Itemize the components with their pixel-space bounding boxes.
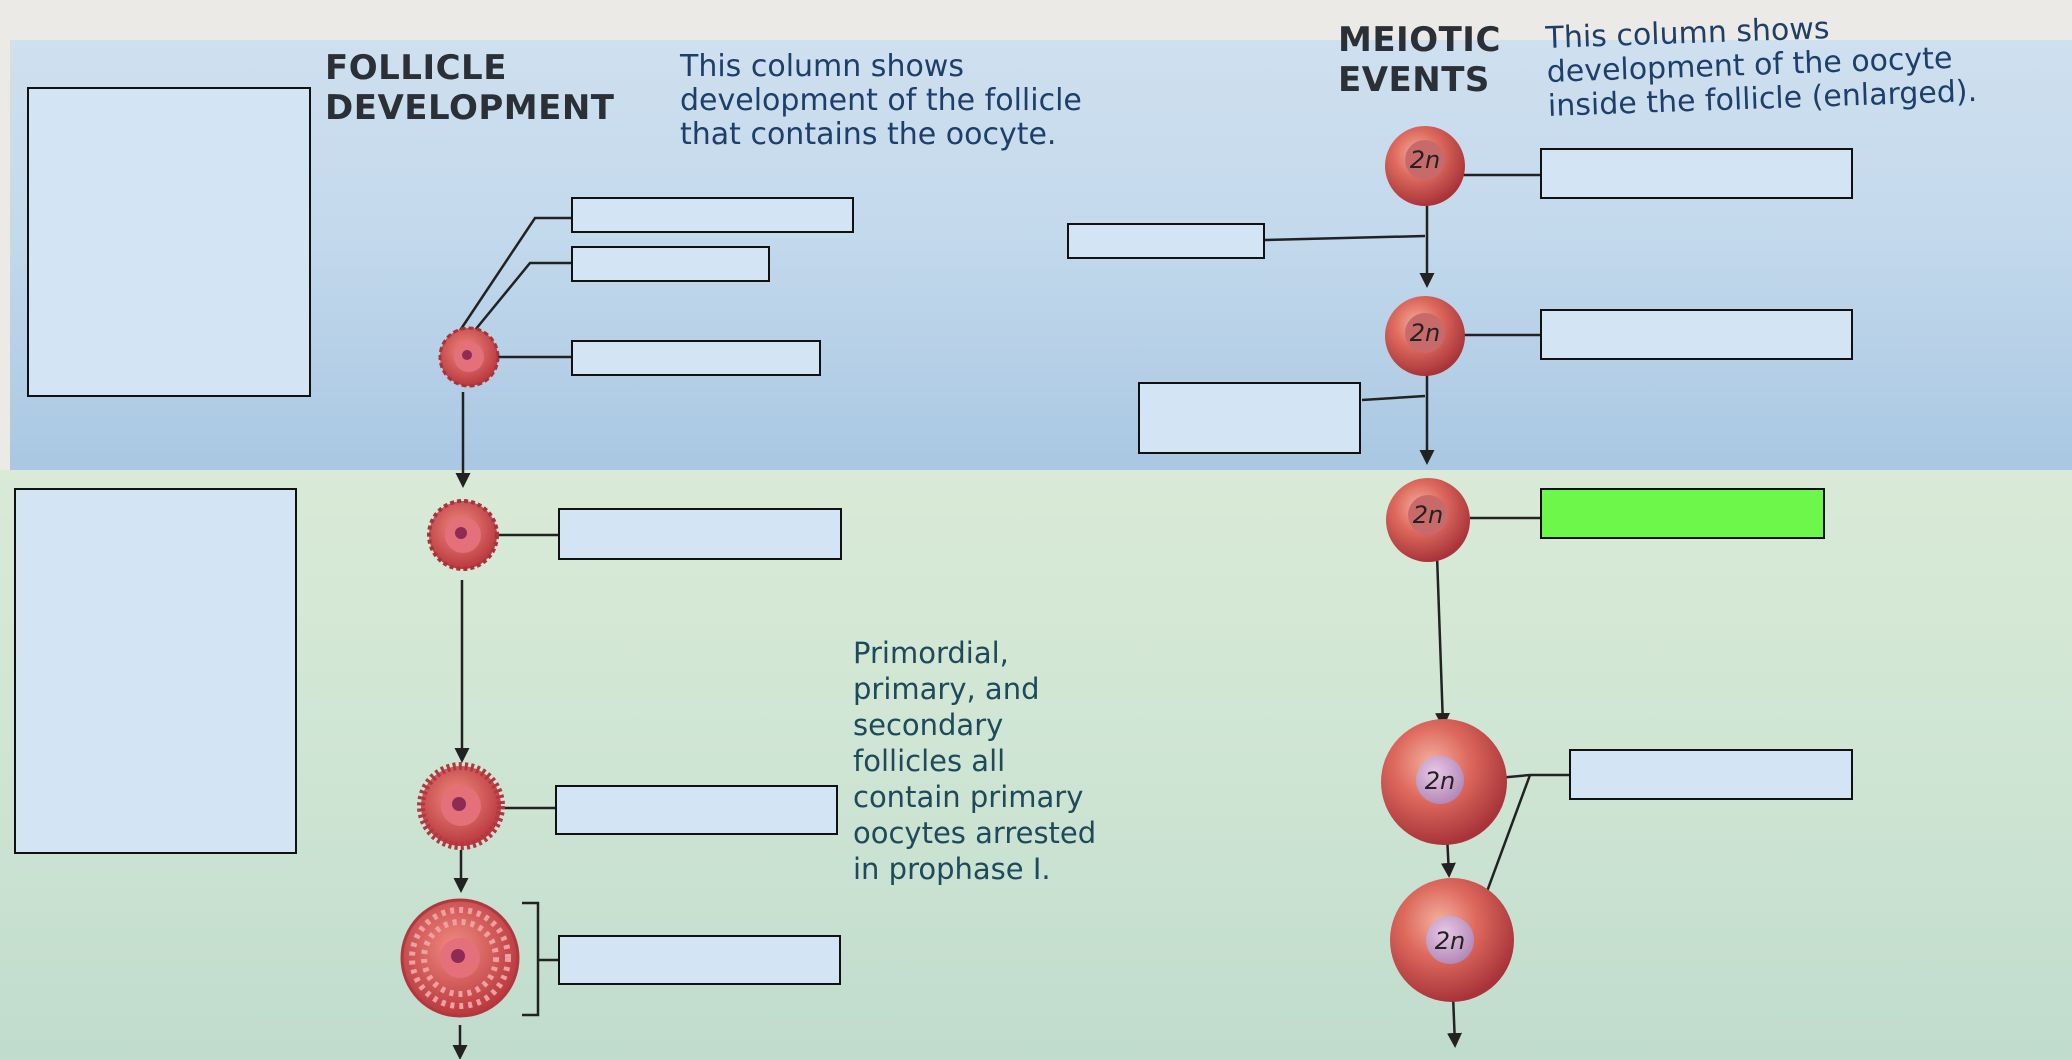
follicle-label-box-6[interactable] [558, 935, 841, 985]
arrow [1447, 994, 1463, 1048]
secondary-follicle [417, 762, 505, 850]
follicle-label-box-2[interactable] [571, 246, 770, 282]
arrow [1435, 554, 1451, 728]
follicle-arrows [452, 392, 471, 1059]
follicle-column-note: This column shows development of the fol… [680, 50, 1082, 152]
note-line: follicles all [853, 744, 1006, 778]
arrested-prophase-note: Primordial, primary, and secondary folli… [853, 635, 1096, 887]
note-line: secondary [853, 708, 1004, 742]
meiotic-events-heading: MEIOTIC EVENTS [1338, 20, 1501, 100]
nucleus-shape [1416, 756, 1464, 804]
follicle-label-box-5[interactable] [555, 785, 838, 835]
follicle-label-box-3[interactable] [571, 340, 821, 376]
note-line: in prophase I. [853, 852, 1051, 886]
granulosa-ring [409, 907, 511, 1009]
leader-line [461, 261, 572, 347]
meiotic-label-box-2[interactable] [1540, 309, 1853, 360]
note-line: This column shows [680, 49, 964, 84]
ploidy-label: 2n [1425, 767, 1455, 795]
nucleus-shape [452, 797, 466, 811]
note-line: Primordial, [853, 636, 1009, 670]
stage-label-box-top[interactable] [27, 87, 311, 397]
heading-line: DEVELOPMENT [325, 88, 615, 128]
growing-primary-oocyte-cell: 2n [1381, 719, 1507, 845]
heading-line: FOLLICLE [325, 48, 507, 88]
heading-line: MEIOTIC [1338, 20, 1501, 60]
granulosa-ring [421, 919, 499, 997]
heading-line: EVENTS [1338, 60, 1490, 100]
meiotic-label-box-left-1[interactable] [1067, 223, 1265, 259]
meiotic-label-box-4[interactable] [1569, 749, 1853, 800]
ploidy-label: 2n [1410, 319, 1440, 347]
nucleus-shape [1408, 495, 1448, 535]
nucleus-shape [462, 350, 472, 360]
oogonium-cell: 2n [1385, 126, 1465, 206]
note-line: oocytes arrested [853, 816, 1097, 850]
ploidy-label: 2n [1413, 501, 1443, 529]
primary-follicle [427, 499, 499, 571]
follicle-development-heading: FOLLICLE DEVELOPMENT [325, 48, 614, 128]
dividing-oogonium-cell: 2n [1385, 296, 1465, 376]
nucleus-shape [451, 949, 465, 963]
note-line: development of the follicle [680, 83, 1082, 118]
note-line: that contains the oocyte. [680, 117, 1057, 152]
nucleus-shape [1426, 916, 1474, 964]
late-secondary-follicle [400, 898, 520, 1018]
bracket-line [522, 901, 560, 1017]
follicle-label-box-1[interactable] [571, 197, 854, 233]
meiotic-label-box-1[interactable] [1540, 148, 1853, 199]
ploidy-label: 2n [1410, 146, 1440, 174]
meiotic-label-box-3-highlighted[interactable] [1540, 488, 1825, 539]
leader-line [453, 216, 572, 339]
stage-label-box-bottom[interactable] [14, 488, 297, 854]
leader-line [1480, 774, 1532, 906]
primordial-follicle [438, 326, 500, 388]
meiotic-label-box-left-2[interactable] [1138, 382, 1361, 454]
follicle-label-box-4[interactable] [558, 508, 842, 560]
leader-line [1264, 234, 1426, 242]
nucleus-shape [455, 527, 467, 539]
leader-line [1361, 394, 1426, 402]
note-line: contain primary [853, 780, 1084, 814]
nucleus-shape [1405, 313, 1445, 353]
ploidy-label: 2n [1435, 927, 1465, 955]
note-line: primary, and [853, 672, 1040, 706]
nucleus-shape [1405, 140, 1445, 180]
primary-oocyte-cell: 2n [1386, 478, 1470, 562]
blue-band [10, 40, 2072, 475]
large-primary-oocyte-cell: 2n [1390, 878, 1514, 1002]
